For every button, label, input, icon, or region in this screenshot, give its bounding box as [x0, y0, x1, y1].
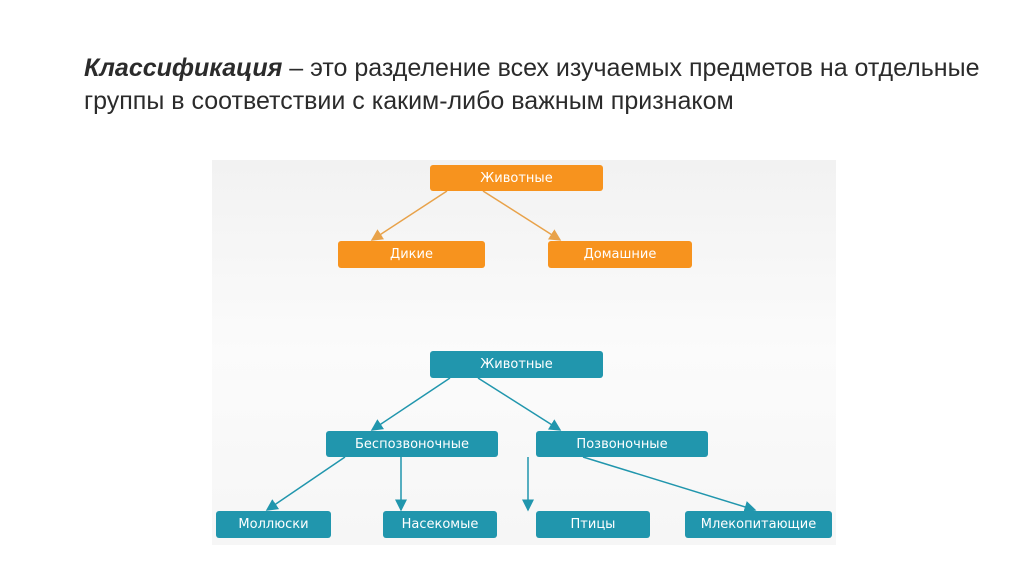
- node-insects: Насекомые: [383, 511, 497, 538]
- arrow-to-mollusks: [265, 456, 346, 511]
- node-vertebrates: Позвоночные: [536, 431, 708, 457]
- node-mammals: Млекопитающие: [685, 511, 832, 538]
- arrow-to-invertebrates: [370, 377, 451, 431]
- node-invertebrates: Беспозвоночные: [326, 431, 498, 457]
- arrow-to-vertebrates: [477, 377, 562, 431]
- node-animals-bottom: Животные: [430, 351, 603, 378]
- node-domestic: Домашние: [548, 241, 692, 268]
- arrow-to-wild: [370, 190, 448, 241]
- arrow-to-mammals: [582, 456, 757, 513]
- slide-heading: Классификация – это разделение всех изуч…: [84, 52, 984, 118]
- definition: – это разделение всех изучаемых предмето…: [84, 54, 980, 115]
- node-wild: Дикие: [338, 241, 485, 268]
- node-birds: Птицы: [536, 511, 650, 538]
- node-animals-top: Животные: [430, 165, 603, 191]
- arrow-to-domestic: [482, 190, 562, 241]
- node-mollusks: Моллюски: [216, 511, 331, 538]
- term: Классификация: [84, 54, 283, 82]
